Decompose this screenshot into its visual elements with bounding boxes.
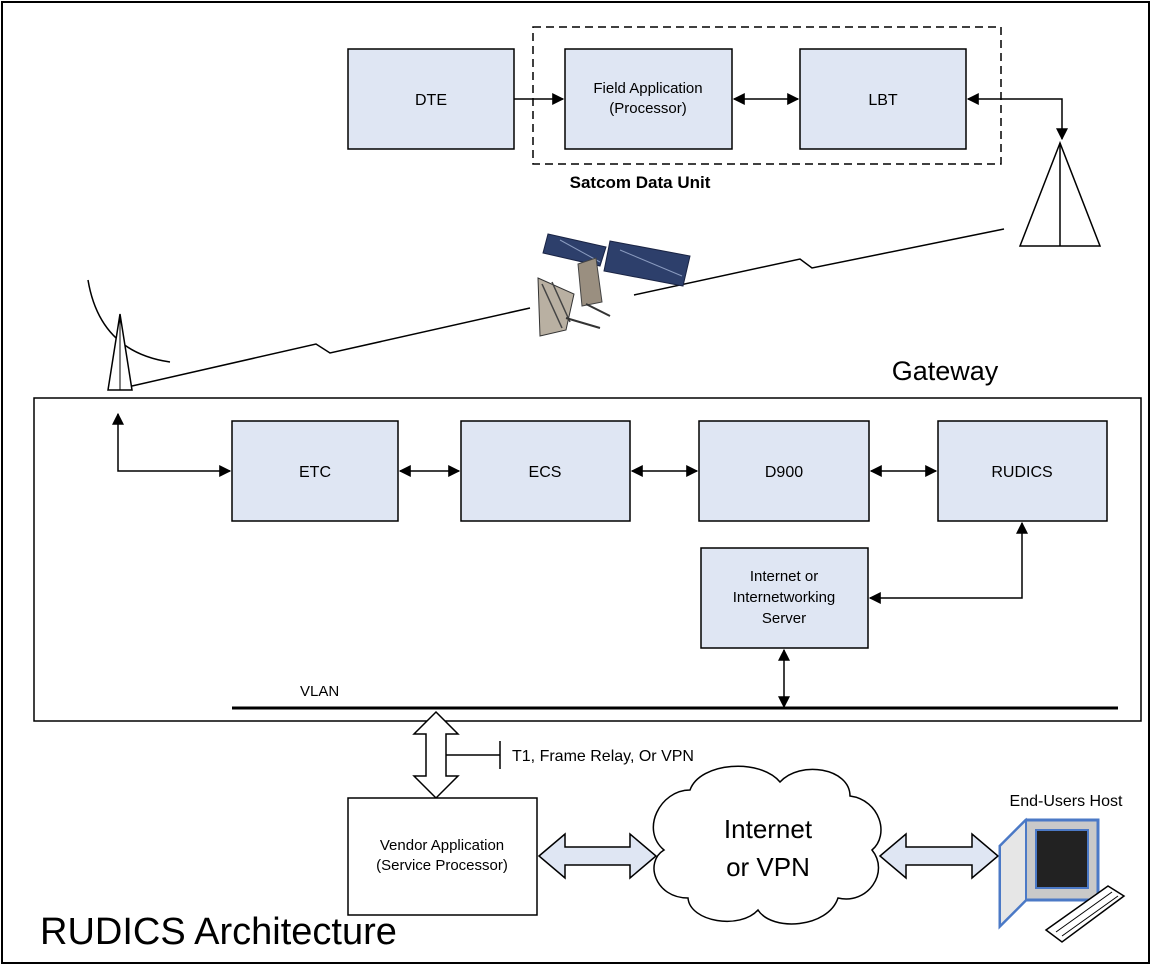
gateway-label: Gateway bbox=[892, 356, 999, 386]
vendor-label-line1: Vendor Application bbox=[380, 837, 504, 854]
end-users-host-label: End-Users Host bbox=[1010, 793, 1123, 810]
keyboard-icon bbox=[1044, 885, 1126, 943]
vendor-label-line2: (Service Processor) bbox=[376, 857, 508, 874]
server-label-line3: Server bbox=[762, 610, 806, 627]
ecs-label: ECS bbox=[529, 464, 562, 481]
satcom-data-unit-label: Satcom Data Unit bbox=[570, 173, 711, 192]
vlan-label: VLAN bbox=[300, 683, 339, 700]
satellite-downlink bbox=[131, 307, 531, 387]
satellite-uplink bbox=[633, 228, 1005, 296]
internetworking-server-box: Internet or Internetworking Server bbox=[700, 547, 869, 649]
vendor-cloud-double-arrow bbox=[537, 832, 658, 880]
antenna-to-etc-connector bbox=[112, 412, 232, 477]
satellite-icon bbox=[537, 233, 691, 337]
dte-box: DTE bbox=[347, 48, 515, 150]
vendor-application-box: Vendor Application (Service Processor) bbox=[347, 797, 538, 916]
rudics-label: RUDICS bbox=[991, 464, 1052, 481]
cloud-host-double-arrow bbox=[878, 832, 1000, 880]
cloud-icon bbox=[652, 765, 882, 925]
etc-box: ETC bbox=[231, 420, 399, 522]
ecs-box: ECS bbox=[460, 420, 631, 522]
t1-link-label: T1, Frame Relay, Or VPN bbox=[512, 748, 694, 765]
diagram-title: RUDICS Architecture bbox=[40, 911, 397, 953]
rudics-server-connector bbox=[868, 521, 1028, 604]
lbt-antenna-connector bbox=[966, 93, 1068, 141]
cloud-label-line1: Internet bbox=[724, 814, 813, 844]
field-application-box: Field Application (Processor) bbox=[564, 48, 733, 150]
field-application-label: Field Application bbox=[593, 80, 702, 97]
antenna-icon bbox=[1018, 140, 1102, 247]
lbt-box: LBT bbox=[799, 48, 967, 150]
d900-label: D900 bbox=[765, 464, 803, 481]
cloud-label-line2: or VPN bbox=[726, 852, 810, 882]
server-label-line2: Internetworking bbox=[733, 589, 836, 606]
d900-box: D900 bbox=[698, 420, 870, 522]
lbt-label: LBT bbox=[868, 92, 898, 109]
etc-label: ETC bbox=[299, 464, 331, 481]
rudics-box: RUDICS bbox=[937, 420, 1108, 522]
ground-antenna-icon bbox=[87, 279, 171, 391]
dte-label: DTE bbox=[415, 92, 447, 109]
server-label-line1: Internet or bbox=[750, 568, 818, 585]
field-application-sublabel: (Processor) bbox=[609, 100, 687, 117]
